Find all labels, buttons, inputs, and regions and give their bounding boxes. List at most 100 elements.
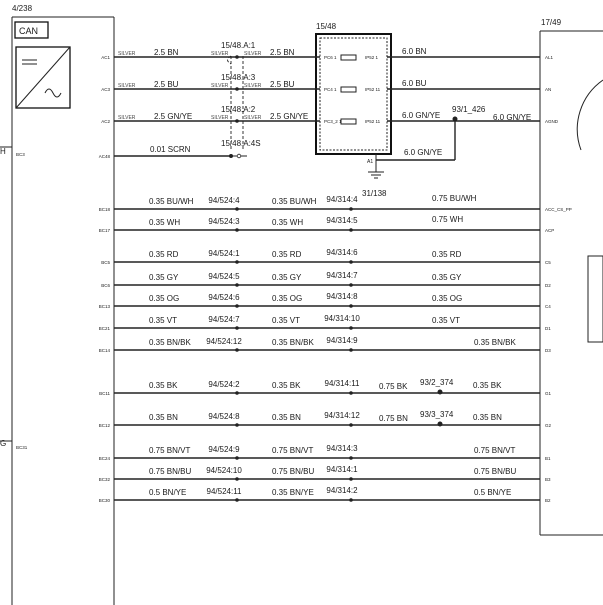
connector-pin-dot — [235, 283, 239, 287]
connector-pin-dot — [235, 456, 239, 460]
signal-wire-label-4: 0.75 BN/BU — [474, 467, 516, 476]
upper-wire-mid-label: 2.5 BN — [270, 48, 295, 57]
upper-wire-left-label: 2.5 BU — [154, 80, 179, 89]
ground-symbol: 31/138 6.0 GN/YE — [362, 119, 456, 198]
connector-pin-dot — [349, 348, 353, 352]
upper-wire-left-label: 2.5 BN — [154, 48, 179, 57]
scrn-connector-label: 15/48.A:4S — [221, 139, 261, 148]
silver-label: SILVER — [244, 83, 262, 89]
left-edge-label-h: H — [0, 147, 6, 156]
signal-wire-label-2: 0.35 BN/BK — [272, 338, 314, 347]
signal-connector-2: 94/314:9 — [326, 336, 358, 345]
signal-wire-label-2: 0.75 BN/VT — [272, 446, 313, 455]
signal-wire-label-2: 0.35 WH — [272, 218, 303, 227]
connector-pin-dot — [235, 348, 239, 352]
signal-wire-label-1: 0.35 OG — [149, 294, 179, 303]
connector-pin-dot — [349, 228, 353, 232]
signal-wire-label-4: 0.5 BN/YE — [474, 488, 511, 497]
upper-connector-label: 15/48.A:2 — [221, 105, 256, 114]
upper-wire-right-label: 6.0 BU — [402, 79, 427, 88]
signal-wire-label-2: 0.35 OG — [272, 294, 302, 303]
scrn-wire-label: 0.01 SCRN — [150, 145, 191, 154]
fuse-pin-in-label: PC4 1 — [324, 87, 337, 92]
left-pin-label: BC32 — [99, 477, 111, 482]
fuse-pin-in-label: PC3_2 1 — [324, 119, 342, 124]
left-pin-label: AC1 — [101, 55, 110, 60]
left-pin-label: BC5 — [101, 260, 110, 265]
left-pin-label: AC48 — [99, 154, 111, 159]
right-module-ref: 17/49 — [541, 18, 562, 27]
signal-wire-label-4: 0.75 BN/VT — [474, 446, 515, 455]
signal-connector-2: 94/314:4 — [326, 195, 358, 204]
splice-dot — [452, 116, 458, 122]
right-pin-label: D3 — [545, 348, 551, 353]
splice-label: 93/2_374 — [420, 378, 454, 387]
splice-dot — [437, 389, 443, 395]
right-pin-label: B3 — [545, 477, 551, 482]
silver-label: SILVER — [118, 83, 136, 89]
signal-wire-label-1: 0.75 BN/VT — [149, 446, 190, 455]
silver-label: SILVER — [244, 51, 262, 57]
signal-connector-2: 94/314:11 — [325, 379, 361, 388]
signal-connector-2: 94/314:2 — [326, 486, 358, 495]
connector-pin-dot — [235, 498, 239, 502]
signal-wire-label-1: 0.35 BN — [149, 413, 178, 422]
signal-connector-2: 94/314:6 — [326, 248, 358, 257]
right-pin-label: D1 — [545, 326, 551, 331]
fuse-element — [340, 54, 357, 61]
left-module-ref: 4/238 — [12, 4, 33, 13]
signal-wire-label-2: 0.35 GY — [272, 273, 302, 282]
signal-connector-2: 94/314:12 — [324, 411, 360, 420]
left-pin-label: BC12 — [99, 423, 111, 428]
signal-wire-label-1: 0.35 BN/BK — [149, 338, 191, 347]
signal-connector-1: 94/524:3 — [208, 217, 240, 226]
connector-pin-dot — [349, 477, 353, 481]
signal-wire-label-1: 0.35 GY — [149, 273, 179, 282]
signal-wire-label-1: 0.35 BK — [149, 381, 178, 390]
upper-connector-label: 15/48.A:3 — [221, 73, 256, 82]
right-pin-label: ACP — [545, 228, 554, 233]
shield-lines — [227, 55, 244, 150]
left-pin-label: BC18 — [99, 207, 111, 212]
signal-wire-label-4: 0.35 VT — [432, 316, 460, 325]
silver-label: SILVER — [211, 51, 229, 57]
signal-wire-label-2: 0.35 BN/YE — [272, 488, 314, 497]
ground-pin-label: A1 — [367, 159, 373, 165]
connector-pin-dot — [349, 391, 353, 395]
scrn-wire-group: 0.01 SCRN 15/48.A:4S — [114, 139, 261, 159]
signal-connector-2: 94/314:10 — [324, 314, 360, 323]
upper-wire-right-label: 6.0 GN/YE — [402, 111, 440, 120]
upper-wire-mid-label: 2.5 BU — [270, 80, 295, 89]
signal-wire-label-4: 0.35 GY — [432, 273, 462, 282]
signal-connector-1: 94/524:2 — [208, 380, 240, 389]
right-module-subbox — [587, 255, 603, 343]
connector-pin-dot — [235, 477, 239, 481]
upper-wire-right-label: 6.0 BN — [402, 47, 427, 56]
signal-connector-1: 94/524:12 — [206, 337, 242, 346]
left-pin-label: BC6 — [101, 283, 110, 288]
connector-pin-dot — [235, 55, 239, 59]
right-module-arc — [576, 79, 603, 151]
left-pin-label: BC17 — [99, 228, 111, 233]
left-extra-pin-label: BC31 — [16, 445, 28, 450]
signal-connector-2: 94/314:5 — [326, 216, 358, 225]
silver-label: SILVER — [118, 115, 136, 121]
connector-pin-dot — [349, 304, 353, 308]
signal-connector-1: 94/524:5 — [208, 272, 240, 281]
converter-icon — [15, 46, 71, 109]
signal-connector-1: 94/524:11 — [207, 487, 243, 496]
right-pin-label: AGND — [545, 119, 559, 124]
signal-connector-1: 94/524:7 — [208, 315, 240, 324]
left-pin-label: AC3 — [101, 87, 110, 92]
splice-label: 93/1_426 — [452, 105, 486, 114]
fuse-pin-out-label: IP52 11 — [365, 119, 381, 124]
connector-pin-dot — [349, 207, 353, 211]
fuse-element — [340, 86, 357, 93]
connector-pin-dot — [235, 391, 239, 395]
